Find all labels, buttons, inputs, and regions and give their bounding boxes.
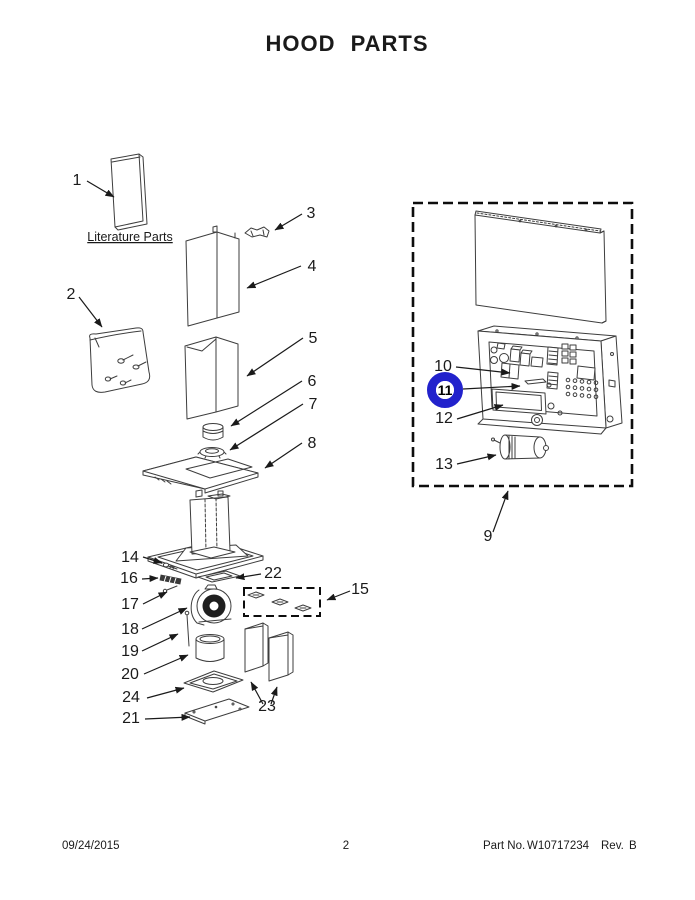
leader-8 — [264, 442, 303, 469]
part-5-chimney-lower — [184, 336, 239, 420]
callout-17[interactable]: 17 — [121, 596, 139, 613]
part-1-literature-pack — [110, 153, 148, 231]
leader-5 — [246, 337, 304, 377]
leader-20 — [143, 654, 189, 675]
part-21-panel — [184, 698, 250, 725]
callout-13[interactable]: 13 — [435, 456, 453, 473]
leader-2 — [78, 296, 103, 328]
part-19-rod — [184, 610, 190, 647]
literature-parts-label: Literature Parts — [87, 230, 172, 244]
leader-23b — [270, 686, 278, 705]
footer-date: 09/24/2015 — [62, 840, 120, 852]
callout-21[interactable]: 21 — [122, 710, 140, 727]
callout-5[interactable]: 5 — [309, 330, 318, 347]
callout-24[interactable]: 24 — [122, 689, 140, 706]
leader-11 — [462, 382, 521, 390]
callout-6[interactable]: 6 — [308, 373, 317, 390]
footer-rev-value: B — [629, 840, 637, 852]
callout-1[interactable]: 1 — [73, 172, 82, 189]
part-15-dashed-box — [243, 587, 321, 617]
callout-23[interactable]: 23 — [258, 698, 276, 715]
part-11-component — [524, 378, 547, 385]
leader-16 — [141, 575, 159, 583]
leader-6 — [230, 380, 303, 427]
highlighted-callout-11[interactable]: 11 — [427, 372, 463, 408]
part-24-frame — [183, 670, 244, 693]
leader-15 — [326, 590, 351, 601]
part-22-plate — [197, 570, 241, 583]
part-13-motor — [491, 434, 549, 460]
leader-14 — [142, 556, 163, 564]
part-8-top-plate — [142, 456, 259, 494]
leader-10 — [455, 366, 511, 376]
part-4-chimney-upper — [185, 225, 240, 327]
callout-2[interactable]: 2 — [67, 286, 76, 303]
callout-4[interactable]: 4 — [308, 258, 317, 275]
leader-23a — [250, 681, 264, 705]
callout-12[interactable]: 12 — [435, 410, 453, 427]
highlight-ring-center — [436, 381, 454, 399]
callout-15[interactable]: 15 — [351, 581, 369, 598]
callout-18[interactable]: 18 — [121, 621, 139, 638]
part-6-collar — [202, 423, 224, 441]
callout-7[interactable]: 7 — [309, 396, 318, 413]
part-9-dashed-box — [411, 201, 634, 488]
leader-24 — [146, 686, 185, 699]
callout-19[interactable]: 19 — [121, 643, 139, 660]
leader-18 — [141, 607, 188, 630]
leader-12 — [456, 404, 504, 420]
leader-21 — [144, 713, 191, 721]
callout-16[interactable]: 16 — [120, 570, 138, 587]
leader-4 — [246, 265, 302, 289]
callout-11[interactable]: 11 — [438, 382, 453, 398]
footer-part-no-prefix: Part No. — [483, 840, 525, 852]
leader-19 — [141, 633, 179, 652]
callout-20[interactable]: 20 — [121, 666, 139, 683]
footer-rev-label: Rev. — [601, 840, 624, 852]
callout-22[interactable]: 22 — [264, 565, 282, 582]
part-14-screw — [162, 562, 178, 570]
page-title: HOOD PARTS — [265, 31, 428, 56]
callout-9[interactable]: 9 — [484, 528, 493, 545]
part-7-flange-ring — [197, 447, 227, 459]
highlight-ring[interactable] — [427, 372, 463, 408]
leader-17 — [142, 591, 168, 605]
part-20-cylinder — [195, 634, 225, 662]
footer-part-no-value: W10717234 — [527, 840, 590, 852]
callout-10[interactable]: 10 — [434, 358, 452, 375]
leader-lines — [78, 180, 521, 721]
part-23-filters — [244, 622, 294, 682]
leader-3 — [274, 213, 303, 231]
part-16-gasket-strip — [159, 574, 182, 585]
leader-13 — [456, 453, 497, 465]
leader-22 — [235, 573, 262, 581]
leader-7 — [229, 403, 304, 451]
callout-3[interactable]: 3 — [307, 205, 316, 222]
part-3-bracket — [244, 226, 270, 238]
leader-9 — [492, 490, 509, 533]
part-18-blower — [190, 584, 232, 626]
callout-14[interactable]: 14 — [121, 549, 139, 566]
duct-tower — [175, 489, 249, 562]
leader-1 — [86, 180, 115, 198]
callout-8[interactable]: 8 — [308, 435, 317, 452]
control-box-cover-panel — [474, 210, 607, 324]
control-box — [477, 325, 623, 435]
part-17-pin — [162, 585, 178, 594]
footer-page-number: 2 — [343, 840, 349, 852]
part-2-hardware-bag — [89, 327, 151, 393]
